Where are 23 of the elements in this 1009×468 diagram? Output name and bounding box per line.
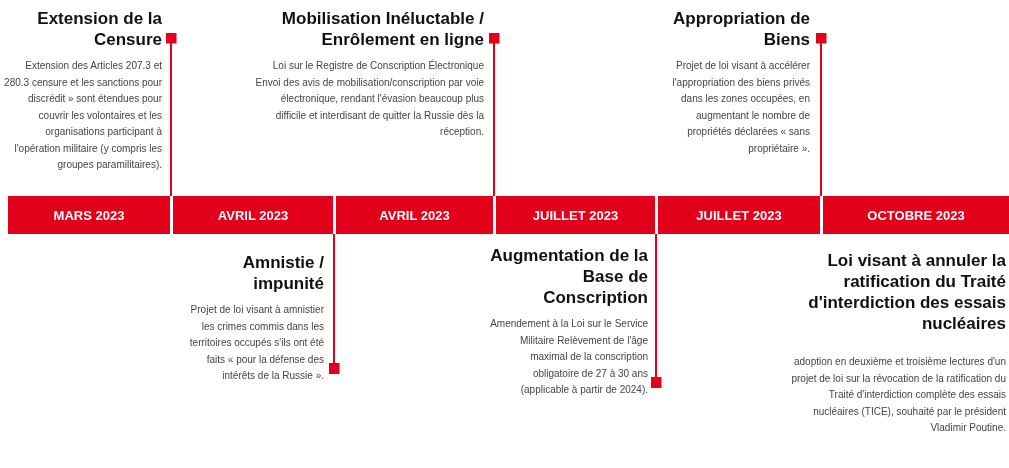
event-description: Amendement à la Loi sur le Service Militaire Relèvement de l'âge maximal de la conscription obligatoire de 27 à 30 ans (applicable à partir de 2024). bbox=[490, 317, 648, 397]
connector-line bbox=[165, 32, 177, 197]
event-title: Amnistie / impunité bbox=[241, 252, 324, 294]
event-title: Augmentation de la Base de Conscription bbox=[490, 245, 648, 308]
event-description: Extension des Articles 207.3 et 280.3 censure et les sanctions pour discrédit » sont étendues pour couvrir les volontaires et les organisations participant à l'opération militaire (y compris les groupes paramilitaires). bbox=[3, 59, 162, 172]
date-bar: JUILLET 2023 bbox=[658, 196, 820, 234]
event-title: Loi visant à annuler la ratification du Traité d'interdiction des essais nucléaires bbox=[807, 250, 1006, 334]
connector-line bbox=[650, 233, 662, 388]
date-bar: AVRIL 2023 bbox=[173, 196, 333, 234]
event-title: Appropriation de Biens bbox=[672, 8, 810, 50]
connector-line bbox=[815, 32, 827, 197]
event-description: Projet de loi visant à accélérer l'appropriation des biens privés dans les zones occupées, en augmentant le nombre de propriétés déclarées « sans propriétaire ». bbox=[671, 59, 810, 156]
date-bar: MARS 2023 bbox=[8, 196, 170, 234]
connector-line bbox=[488, 32, 500, 197]
date-bar: OCTOBRE 2023 bbox=[823, 196, 1009, 234]
event-description: Projet de loi visant à amnistier les crimes commis dans les territoires occupés s'ils ont été faits « pour la défense des intérêts de la Russie ». bbox=[188, 303, 324, 383]
connector-line bbox=[328, 233, 340, 374]
date-bar: AVRIL 2023 bbox=[336, 196, 493, 234]
event-title: Mobilisation Inéluctable / Enrôlement en ligne bbox=[280, 8, 484, 50]
event-description: Loi sur le Registre de Conscription Électronique Envoi des avis de mobilisation/conscription par voie électronique, rendant l'évasion beaucoup plus difficile et interdisant de quitter la Russie dès la réception. bbox=[254, 58, 484, 139]
date-bar: JUILLET 2023 bbox=[496, 196, 655, 234]
event-description: adoption en deuxième et troisième lectures d'un projet de loi sur la révocation de la ratification du Traité d'interdiction complète des essais nucléaires (TICE), souhaité par le président Vladimir Poutine. bbox=[790, 355, 1006, 435]
event-title: Extension de la Censure bbox=[36, 8, 162, 50]
